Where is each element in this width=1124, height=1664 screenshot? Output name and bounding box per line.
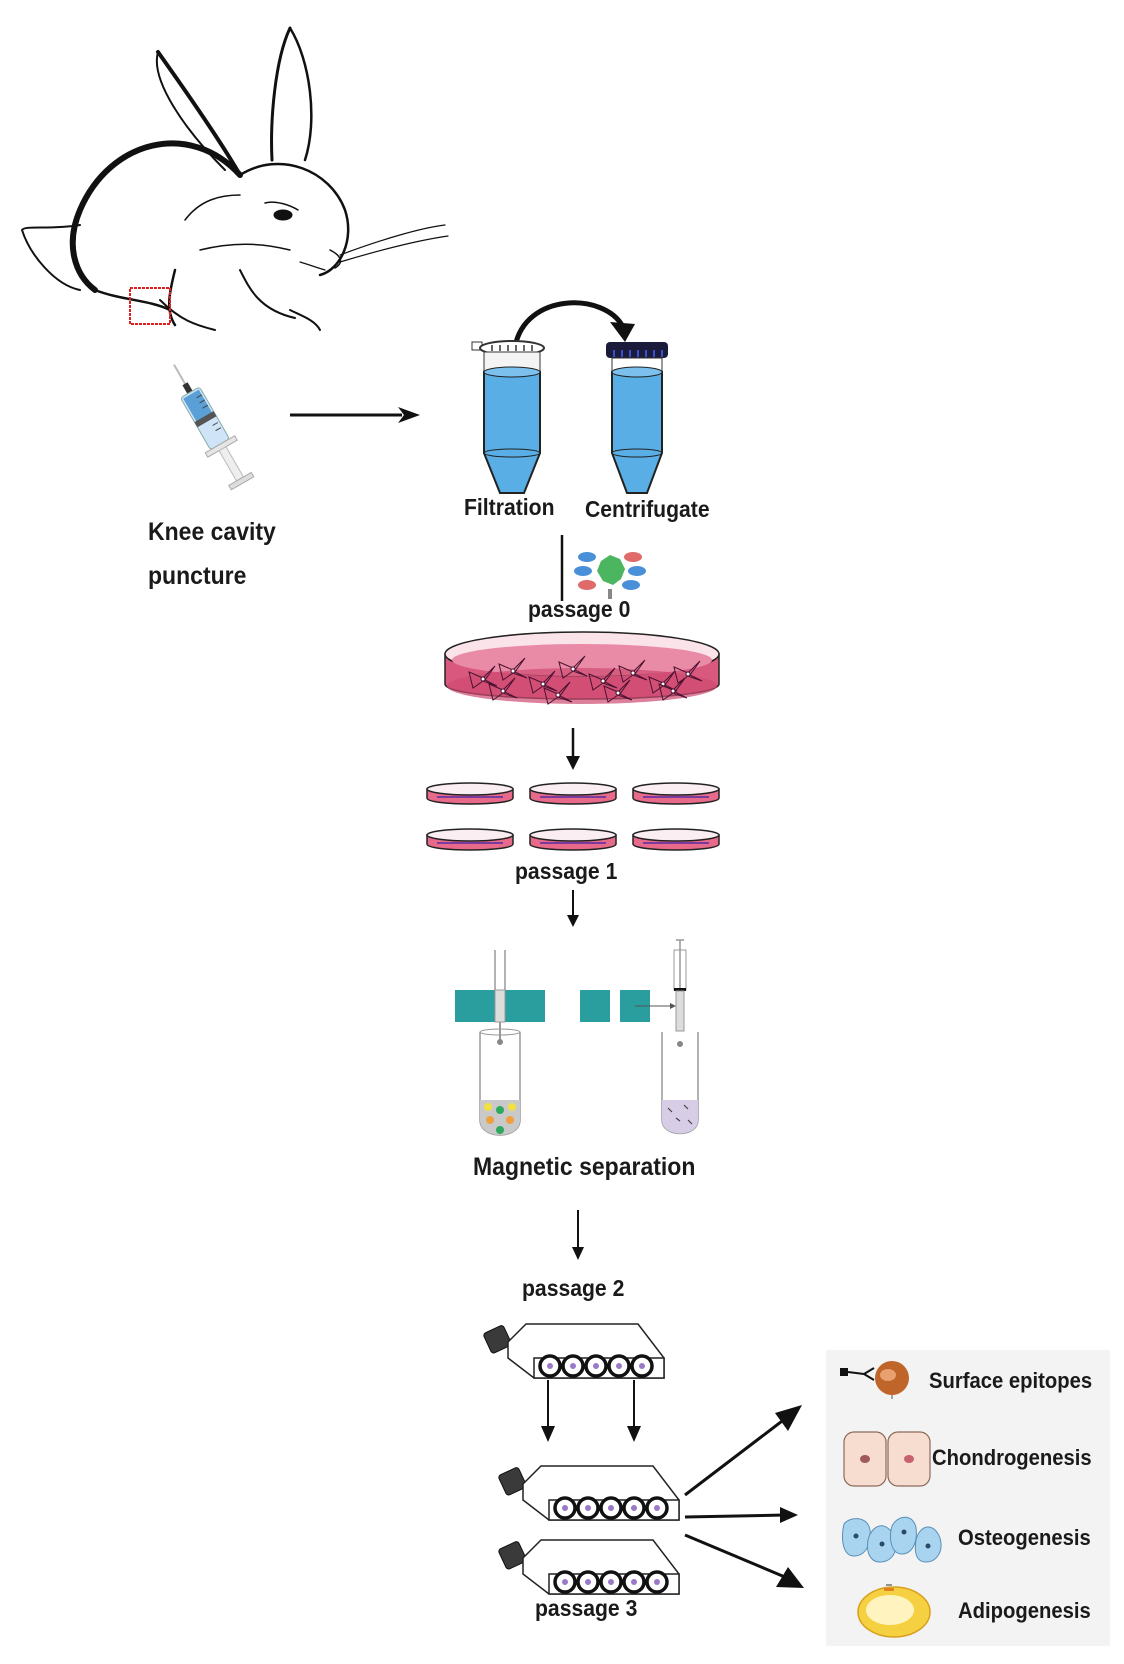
dish-cell-nucleus: [500, 688, 506, 694]
label-knee-cavity: Knee cavity: [148, 518, 276, 546]
arrow-down-2: [567, 890, 579, 927]
petri-dish-small-icon: [632, 782, 720, 805]
dish-cell-nucleus: [510, 668, 516, 674]
label-filtration: Filtration: [464, 494, 555, 520]
dish-cell: [558, 655, 588, 679]
magnetic-separation-column-icon: [455, 950, 545, 1136]
dish-cell: [543, 681, 573, 705]
dish-cell: [618, 659, 648, 683]
dish-cell: [603, 679, 633, 703]
msc-cells-icon: [574, 552, 646, 599]
outcomes-panel: Surface epitopes Chondrogenesis Osteogen…: [826, 1350, 1110, 1646]
label-passage-0: passage 0: [528, 596, 631, 622]
dish-cell: [648, 670, 678, 694]
syringe-icon: [173, 364, 255, 491]
label-centrifugate: Centrifugate: [585, 496, 710, 522]
dish-cell-nucleus: [540, 681, 546, 687]
arrow-right: [290, 407, 420, 423]
petri-dish-small-icon: [529, 828, 617, 851]
dish-cell: [468, 665, 498, 689]
outcome-label-3: Adipogenesis: [958, 1598, 1091, 1623]
dish-cell-nucleus: [480, 676, 486, 682]
label-passage-3: passage 3: [535, 1595, 638, 1621]
petri-dish-small-icon: [426, 828, 514, 851]
dish-cell: [498, 657, 528, 681]
adipocyte-icon: [857, 1584, 931, 1638]
dish-cell-nucleus: [630, 670, 636, 676]
dish-cell: [528, 670, 558, 694]
label-passage-1: passage 1: [515, 858, 618, 884]
dish-cell-nucleus: [670, 688, 676, 694]
vertical-connector: [560, 535, 564, 601]
arrow-down-3: [572, 1210, 584, 1260]
curved-arrow: [512, 300, 635, 348]
filtration-tube-icon: [471, 340, 545, 494]
culture-flask-icon: [493, 1524, 683, 1595]
centrifuge-tube-icon: [606, 342, 668, 494]
arrow-down-4b: [627, 1380, 641, 1442]
culture-flask-icon: [493, 1450, 683, 1521]
arrow-to-chondrogenesis: [684, 1513, 786, 1519]
knee-highlight-box: [129, 287, 171, 325]
dish-cell-nucleus: [600, 678, 606, 684]
dish-cell-nucleus: [555, 692, 561, 698]
outcome-label-2: Osteogenesis: [958, 1525, 1091, 1550]
antibody-cell-icon: [840, 1361, 909, 1399]
dish-cell-nucleus: [570, 666, 576, 672]
label-puncture: puncture: [148, 562, 247, 590]
outcome-arrows: [684, 1405, 804, 1588]
petri-dish-large-icon: [444, 631, 720, 705]
petri-dish-small-icon: [632, 828, 720, 851]
passage-1-dishes: [425, 780, 725, 855]
arrow-down-4a: [541, 1380, 555, 1442]
outcome-label-0: Surface epitopes: [929, 1368, 1093, 1393]
dish-cell-nucleus: [615, 690, 621, 696]
label-magnetic-separation: Magnetic separation: [473, 1153, 696, 1181]
petri-dish-small-icon: [426, 782, 514, 805]
arrow-to-osteogenesis: [684, 1533, 793, 1582]
label-passage-2: passage 2: [522, 1275, 625, 1301]
magnetic-separation-syringe-icon: [580, 939, 699, 1135]
arrow-down-1: [566, 728, 580, 770]
dish-cell: [658, 677, 688, 701]
dish-cell: [488, 677, 518, 701]
outcome-label-1: Chondrogenesis: [932, 1445, 1092, 1470]
osteoblast-icon: [841, 1516, 942, 1563]
chondrocyte-icon: [843, 1431, 931, 1487]
rabbit-illustration: [20, 26, 449, 331]
culture-flask-icon: [478, 1308, 668, 1379]
arrow-to-surface-epitopes: [684, 1413, 791, 1497]
dish-cell: [673, 660, 703, 684]
dish-cell: [588, 667, 618, 691]
petri-dish-small-icon: [529, 782, 617, 805]
dish-cell-nucleus: [685, 671, 691, 677]
